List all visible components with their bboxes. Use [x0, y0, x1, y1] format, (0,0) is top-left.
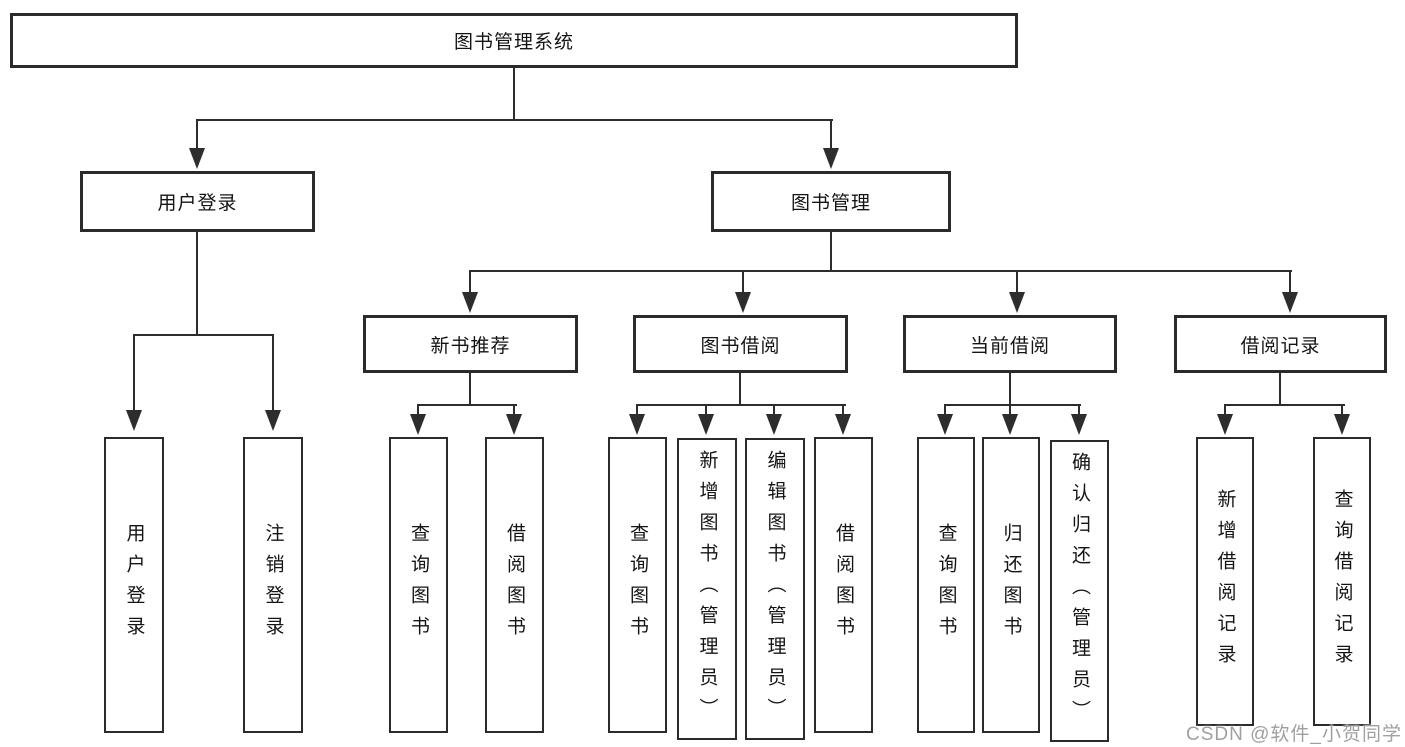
connector-arrow-shaft — [133, 334, 135, 412]
node-book-management: 图书管理 — [711, 171, 951, 232]
leaf-label: 注销登录 — [262, 523, 284, 647]
leaf-label: 新增借阅记录 — [1214, 488, 1236, 675]
arrowhead-down-icon — [823, 148, 839, 169]
leaf-label: 借阅图书 — [504, 523, 525, 647]
arrowhead-down-icon — [126, 410, 142, 431]
connector-arrow-shaft — [1078, 404, 1080, 416]
connector-drop — [1009, 373, 1011, 406]
connector-arrow-shaft — [272, 334, 274, 412]
connector-arrow-shaft — [1016, 270, 1018, 294]
node-current-borrow: 当前借阅 — [903, 315, 1117, 373]
connector-hbar — [944, 404, 1081, 406]
connector-arrow-shaft — [1289, 270, 1291, 294]
leaf-borrow-book-2: 借阅图书 — [814, 437, 873, 733]
connector-arrow-shaft — [1009, 404, 1011, 416]
connector-arrow-shaft — [1224, 404, 1226, 416]
leaf-label: 用户登录 — [123, 523, 145, 647]
leaf-borrow-book-1: 借阅图书 — [485, 437, 544, 733]
leaf-add-borrow-record: 新增借阅记录 — [1196, 437, 1254, 726]
leaf-return-book: 归还图书 — [982, 437, 1040, 733]
arrowhead-down-icon — [1002, 414, 1018, 435]
leaf-query-borrow-record: 查询借阅记录 — [1313, 437, 1371, 726]
leaf-label: 新增图书（管理员） — [696, 449, 718, 729]
connector-hbar — [417, 404, 517, 406]
connector-arrow-shaft — [417, 404, 419, 416]
node-new-book-recommend: 新书推荐 — [363, 315, 578, 373]
node-user-login: 用户登录 — [80, 171, 315, 232]
connector-mgmt-drop — [830, 232, 832, 272]
leaf-query-book-3: 查询图书 — [917, 437, 975, 733]
connector-drop — [739, 373, 741, 406]
connector-arrow-shaft — [830, 119, 832, 150]
connector-arrow-shaft — [1341, 404, 1343, 416]
node-book-borrow: 图书借阅 — [633, 315, 848, 373]
leaf-query-book-2: 查询图书 — [608, 437, 667, 733]
leaf-label: 查询图书 — [935, 523, 957, 647]
connector-arrow-shaft — [196, 119, 198, 150]
connector-arrow-shaft — [842, 404, 844, 416]
leaf-add-book-admin: 新增图书（管理员） — [677, 438, 737, 740]
connector-arrow-shaft — [773, 404, 775, 416]
arrowhead-down-icon — [766, 414, 782, 435]
arrowhead-down-icon — [1217, 414, 1233, 435]
connector-hbar — [636, 404, 846, 406]
node-borrow-record: 借阅记录 — [1174, 315, 1387, 373]
leaf-confirm-return-admin: 确认归还（管理员） — [1050, 440, 1109, 742]
arrowhead-down-icon — [1071, 414, 1087, 435]
arrowhead-down-icon — [1009, 292, 1025, 313]
connector-arrow-shaft — [469, 270, 471, 294]
arrowhead-down-icon — [265, 410, 281, 431]
connector-arrow-shaft — [513, 404, 515, 416]
node-library-system: 图书管理系统 — [10, 13, 1018, 68]
arrowhead-down-icon — [629, 414, 645, 435]
arrowhead-down-icon — [410, 414, 426, 435]
leaf-label: 查询图书 — [627, 523, 648, 647]
leaf-label: 确认归还（管理员） — [1069, 451, 1090, 731]
connector-login-hbar — [133, 334, 274, 336]
arrowhead-down-icon — [735, 292, 751, 313]
connector-root-drop — [513, 68, 515, 121]
leaf-query-book-1: 查询图书 — [389, 437, 448, 733]
arrowhead-down-icon — [462, 292, 478, 313]
arrowhead-down-icon — [698, 414, 714, 435]
leaf-label: 查询借阅记录 — [1331, 488, 1353, 675]
csdn-watermark: CSDN @软件_小贺同学 — [1186, 724, 1402, 745]
leaf-label: 归还图书 — [1000, 523, 1022, 647]
leaf-edit-book-admin: 编辑图书（管理员） — [745, 438, 805, 740]
connector-arrow-shaft — [944, 404, 946, 416]
connector-arrow-shaft — [742, 270, 744, 294]
arrowhead-down-icon — [937, 414, 953, 435]
connector-arrow-shaft — [705, 404, 707, 416]
arrowhead-down-icon — [1282, 292, 1298, 313]
connector-drop — [1279, 373, 1281, 406]
leaf-label: 编辑图书（管理员） — [764, 449, 786, 729]
connector-mgmt-hbar — [469, 270, 1292, 272]
connector-hbar — [1224, 404, 1345, 406]
leaf-user-login: 用户登录 — [104, 437, 164, 733]
arrowhead-down-icon — [189, 148, 205, 169]
arrowhead-down-icon — [1334, 414, 1350, 435]
connector-login-drop — [196, 232, 198, 336]
leaf-label: 借阅图书 — [833, 523, 854, 647]
connector-drop — [469, 373, 471, 406]
connector-root-hbar — [196, 119, 833, 121]
leaf-logout: 注销登录 — [243, 437, 303, 733]
arrowhead-down-icon — [835, 414, 851, 435]
leaf-label: 查询图书 — [408, 523, 429, 647]
arrowhead-down-icon — [506, 414, 522, 435]
connector-arrow-shaft — [636, 404, 638, 416]
